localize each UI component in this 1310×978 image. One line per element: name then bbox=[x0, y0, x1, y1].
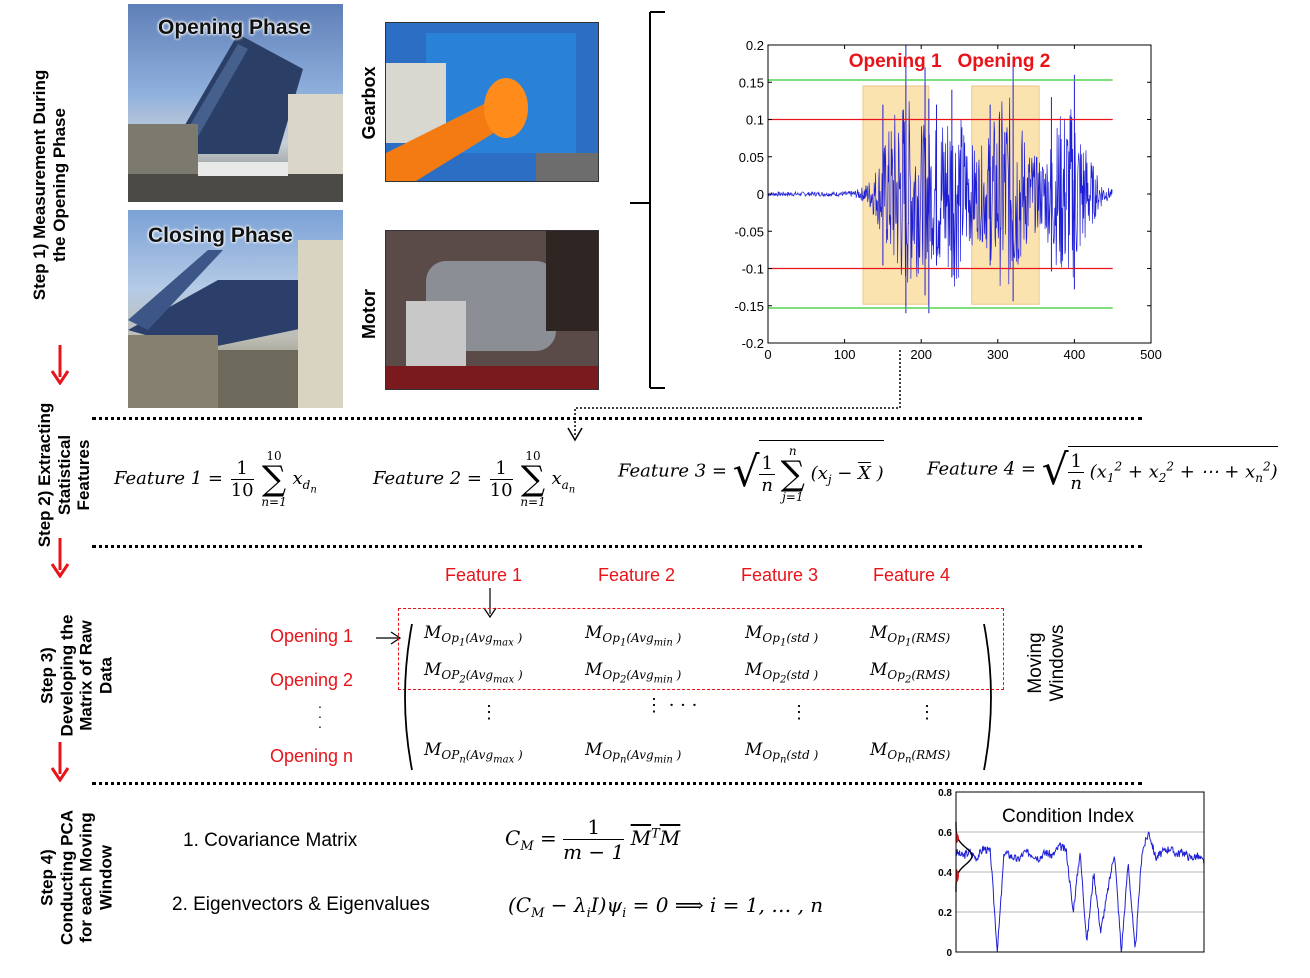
y-tick-label: -0.1 bbox=[742, 262, 764, 277]
opening-annotation-1: Opening 1 bbox=[849, 51, 942, 72]
ci-y-tick-label: 0.2 bbox=[938, 908, 952, 919]
matrix-feature4-header: Feature 4 bbox=[873, 565, 951, 585]
moving-window-highlight bbox=[398, 608, 1004, 690]
ci-title: Condition Index bbox=[1002, 806, 1135, 827]
matrix-feature2-header: Feature 2 bbox=[598, 565, 676, 585]
moving-windows-label: Moving Windows bbox=[1025, 624, 1068, 702]
pca-item-covariance: 1. Covariance Matrix bbox=[183, 830, 358, 851]
feature4-lhs: Feature 4 = bbox=[927, 458, 1036, 480]
matrix-feature3-header: Feature 3 bbox=[741, 565, 819, 585]
ci-y-tick-label: 0 bbox=[946, 948, 952, 959]
opening-1-label: Opening 1 bbox=[270, 626, 354, 646]
x-tick-label: 200 bbox=[910, 347, 932, 362]
ci-y-tick-label: 0.4 bbox=[938, 868, 952, 879]
opening-phase-caption: Opening Phase bbox=[158, 16, 311, 39]
matrix-ellipsis-row-3: ⋮ bbox=[790, 702, 808, 723]
matrix-cell-1-4: MOp1(RMS) bbox=[870, 623, 951, 649]
matrix-feature1-header: Feature 1 bbox=[445, 565, 523, 585]
ci-lower-tail bbox=[956, 868, 959, 884]
matrix-cell-1-3: MOp1(std ) bbox=[745, 623, 819, 649]
matrix-cell-n-1: MOPn(Avgmax ) bbox=[424, 740, 523, 766]
opening-phase-photo: Opening Phase bbox=[128, 4, 343, 202]
y-tick-label: -0.2 bbox=[742, 336, 764, 351]
y-tick-label: 0.05 bbox=[739, 150, 764, 165]
bracket bbox=[630, 11, 665, 389]
y-tick-label: 0.15 bbox=[739, 75, 764, 90]
x-tick-label: 100 bbox=[834, 347, 856, 362]
matrix-cell-n-2: MOpn(Avgmin ) bbox=[585, 740, 682, 766]
matrix-cell-2-3: MOp2(std ) bbox=[745, 660, 819, 686]
y-tick-label: -0.15 bbox=[734, 299, 764, 314]
x-tick-label: 400 bbox=[1064, 347, 1086, 362]
matrix-cell-2-4: MOp2(RMS) bbox=[870, 660, 951, 686]
matrix-cell-1-1: MOp1(Avgmax ) bbox=[424, 623, 523, 649]
eigen-formula: (CM − λiI)ψi = 0 ⟹ i = 1, … , n bbox=[508, 893, 824, 921]
matrix-ellipsis-row-2: ⋮ · · · bbox=[645, 695, 698, 716]
divider-2 bbox=[92, 545, 1142, 548]
feature3-lhs: Feature 3 = bbox=[618, 460, 727, 482]
ci-series-line bbox=[955, 831, 1205, 953]
gearbox-photo bbox=[385, 22, 599, 182]
feature1-arrow bbox=[483, 588, 497, 619]
motor-photo bbox=[385, 230, 599, 390]
pca-item-eigen: 2. Eigenvectors & Eigenvalues bbox=[172, 894, 430, 915]
opening-1-arrow bbox=[376, 631, 402, 645]
matrix-cell-n-3: MOpn(std ) bbox=[745, 740, 819, 766]
x-tick-label: 300 bbox=[987, 347, 1009, 362]
step3-arrow bbox=[50, 742, 70, 787]
ci-y-tick-label: 0.8 bbox=[938, 788, 952, 799]
feature1-lhs: Feature 1 = bbox=[114, 468, 223, 489]
step4-label: Step 4) Conducting PCA for each Moving W… bbox=[37, 809, 116, 946]
y-tick-label: 0 bbox=[757, 187, 764, 202]
ci-upper-tail bbox=[956, 832, 959, 844]
step1-label: Step 1) Measurement During the Opening P… bbox=[30, 69, 69, 301]
divider-1 bbox=[92, 417, 1142, 420]
step1-arrow bbox=[50, 345, 70, 390]
y-tick-label: -0.05 bbox=[734, 224, 764, 239]
matrix-ellipsis-row: ⋮ bbox=[480, 702, 498, 723]
opening-n-label: Opening n bbox=[270, 746, 354, 766]
ci-plot-frame bbox=[955, 791, 1205, 953]
matrix-cell-n-4: MOpn(RMS) bbox=[870, 740, 951, 766]
ci-y-tick-label: 0.6 bbox=[938, 828, 952, 839]
x-tick-label: 0 bbox=[764, 347, 771, 362]
gearbox-label: Gearbox bbox=[359, 66, 379, 140]
chart-connector bbox=[567, 350, 901, 442]
feature2-lhs: Feature 2 = bbox=[373, 468, 482, 489]
matrix-brackets bbox=[404, 623, 992, 771]
y-tick-label: 0.1 bbox=[746, 113, 764, 128]
opening-annotation-2: Opening 2 bbox=[957, 51, 1050, 72]
opening-2-label: Opening 2 bbox=[270, 670, 354, 690]
vertical-ellipsis-left: ... bbox=[318, 695, 322, 731]
closing-phase-photo: Closing Phase bbox=[128, 210, 343, 408]
matrix-cell-2-1: MOP2(Avgmax ) bbox=[424, 660, 523, 686]
closing-phase-caption: Closing Phase bbox=[148, 224, 293, 247]
divider-3 bbox=[92, 782, 1142, 785]
signal-series-line bbox=[767, 97, 1113, 287]
matrix-cell-2-2: MOp2(Avgmin ) bbox=[585, 660, 682, 686]
matrix-cell-1-2: MOp1(Avgmin ) bbox=[585, 623, 682, 649]
step2-label: Step 2) Extracting Statistical Features bbox=[35, 402, 94, 548]
step2-arrow bbox=[50, 538, 70, 583]
motor-label: Motor bbox=[359, 289, 379, 339]
matrix-ellipsis-row-4: ⋮ bbox=[918, 702, 936, 723]
condition-index-chart: 0.8 0.6 0.4 0.2 0 Condition Index bbox=[928, 788, 1210, 965]
y-tick-label: 0.2 bbox=[746, 38, 764, 53]
x-tick-label: 500 bbox=[1140, 347, 1162, 362]
